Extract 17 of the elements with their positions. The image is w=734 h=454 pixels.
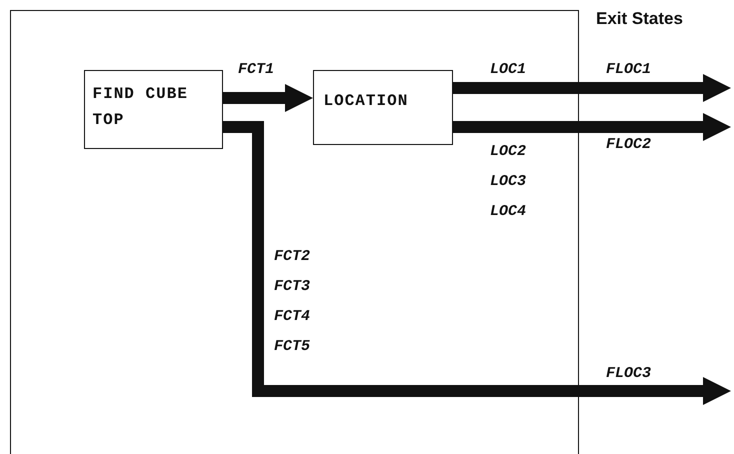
exit-state-label: FLOC3	[606, 364, 652, 384]
edge-label: LOC1	[490, 60, 528, 80]
arrow	[223, 121, 731, 405]
outer-frame	[10, 10, 579, 454]
process-box	[84, 70, 222, 148]
arrow	[453, 113, 731, 141]
exit-state-label: FLOC2	[606, 135, 652, 155]
edge-label: FCT1	[238, 60, 276, 80]
box-label: LOCATION	[324, 90, 410, 112]
edge-label: LOC2 LOC3 LOC4	[490, 142, 528, 222]
exit-state-label: FLOC1	[606, 60, 652, 80]
box-label: FIND CUBE TOP	[92, 84, 189, 130]
edge-label: FCT2 FCT3 FCT4 FCT5	[274, 247, 312, 357]
arrow	[453, 74, 731, 102]
section-heading: Exit States	[596, 8, 683, 30]
arrow	[223, 84, 313, 112]
process-box	[312, 70, 452, 144]
